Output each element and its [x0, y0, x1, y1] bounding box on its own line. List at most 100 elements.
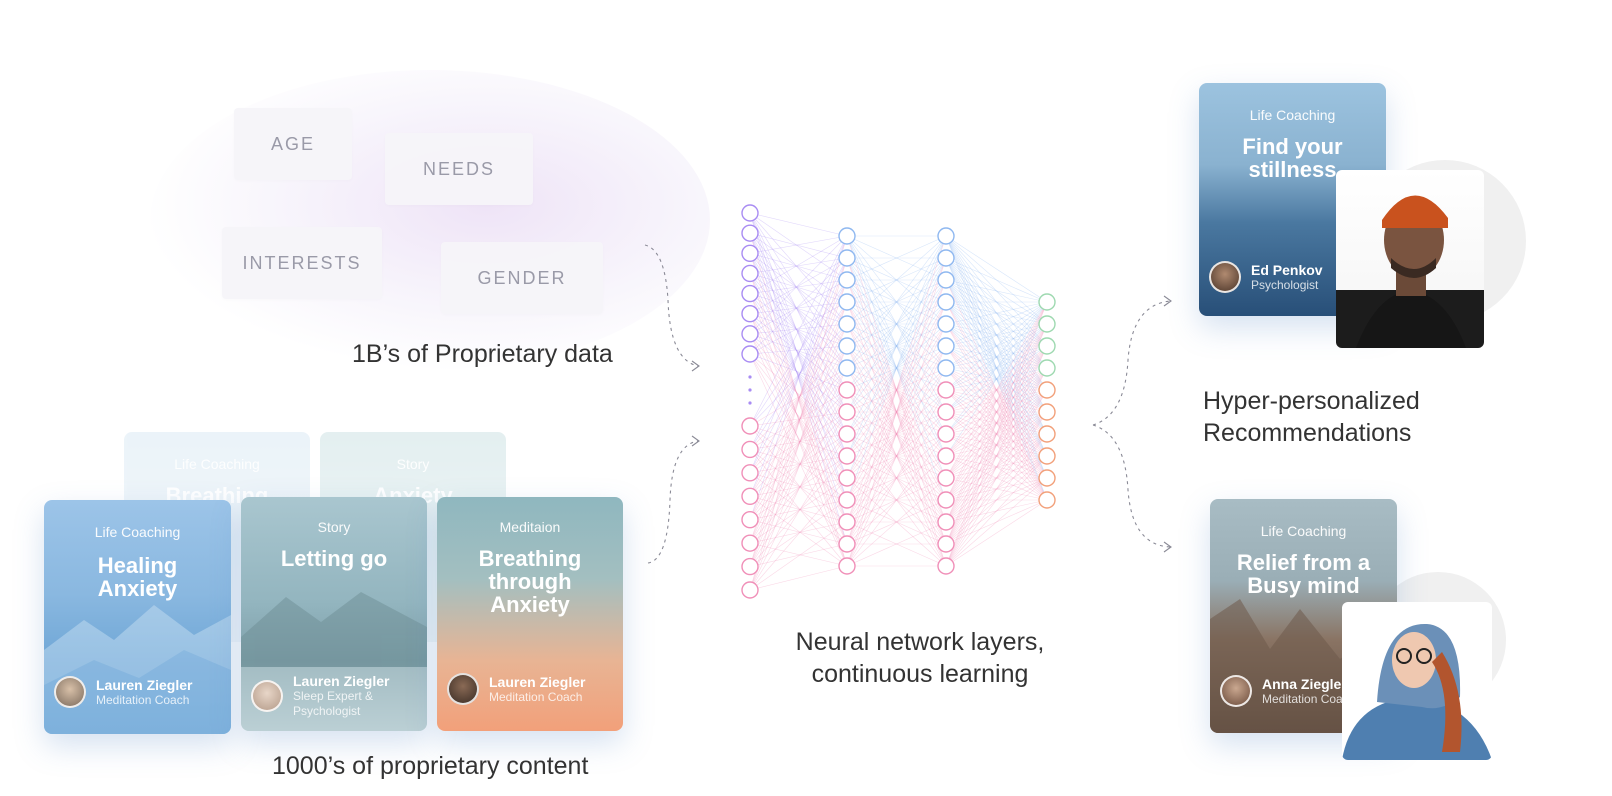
network-connection [749, 323, 848, 567]
card-category: Meditaion [499, 519, 561, 535]
network-connection [749, 253, 848, 545]
network-connection [749, 333, 848, 457]
network-connection [846, 235, 947, 281]
network-node [838, 271, 856, 289]
network-connection [749, 345, 848, 450]
network-connection [945, 389, 1048, 413]
network-connection [945, 323, 1048, 369]
network-connection [945, 433, 1048, 567]
network-connection [945, 279, 1048, 303]
network-connection [749, 323, 848, 427]
network-node [741, 244, 759, 262]
network-connection [945, 301, 1048, 369]
tag-gender: GENDER [441, 242, 603, 314]
network-connection [945, 301, 1048, 435]
network-connection [846, 257, 947, 347]
network-node [741, 284, 759, 303]
network-node [741, 417, 759, 435]
network-connection [846, 257, 947, 479]
network-connection [749, 313, 848, 567]
network-connection [846, 345, 947, 391]
network-connection [749, 495, 848, 523]
card-category: Life Coaching [1260, 523, 1347, 539]
network-connection [749, 253, 848, 369]
network-connection [749, 449, 848, 479]
network-connection [945, 301, 1048, 435]
network-connection [945, 345, 1048, 501]
arrow-head [691, 435, 700, 447]
network-connection [846, 389, 947, 479]
network-connection [945, 301, 1048, 413]
network-connection [749, 233, 848, 435]
network-connection [945, 257, 1048, 347]
network-connection [749, 257, 848, 497]
content-card-healing-anxiety[interactable]: Life Coaching Healing Anxiety Lauren Zie… [44, 500, 231, 734]
network-connection [749, 233, 848, 523]
network-connection [945, 389, 1048, 523]
network-connection [749, 257, 848, 544]
network-connection [749, 212, 848, 457]
network-connection [749, 212, 848, 501]
network-connection [749, 235, 848, 294]
network-connection [749, 411, 848, 474]
network-connection [945, 389, 1048, 567]
network-connection [945, 345, 1048, 369]
network-connection [945, 323, 1048, 347]
network-connection [945, 367, 1048, 457]
network-connection [945, 279, 1048, 457]
network-connection [749, 232, 848, 347]
network-connection [945, 389, 1048, 501]
network-node [741, 534, 759, 552]
network-node [838, 381, 856, 399]
network-connection [749, 367, 848, 474]
network-connection [945, 433, 1048, 523]
network-connection [945, 499, 1048, 545]
network-connection [945, 389, 1048, 435]
network-connection [846, 433, 947, 523]
network-connection [846, 257, 947, 567]
network-connection [846, 301, 947, 391]
network-connection [749, 521, 848, 591]
network-connection [749, 257, 848, 274]
network-connection [846, 301, 947, 479]
network-connection [945, 323, 1048, 413]
network-connection [749, 411, 848, 520]
network-connection [945, 411, 1048, 457]
network-connection [945, 323, 1048, 457]
network-connection [846, 279, 947, 501]
card-title: Breathing through Anxiety [478, 546, 582, 617]
network-node [937, 381, 955, 399]
network-connection [945, 433, 1048, 479]
network-node [838, 535, 856, 553]
ellipsis-dot [748, 375, 752, 379]
network-connection [846, 301, 947, 567]
network-node [937, 403, 955, 421]
network-connection [846, 235, 947, 501]
network-connection [945, 389, 1048, 413]
network-connection [749, 253, 848, 457]
network-connection [749, 433, 848, 591]
network-connection [749, 273, 848, 567]
network-node [1038, 469, 1056, 487]
network-connection [846, 477, 947, 523]
network-connection [945, 345, 1048, 391]
author-role: Meditation Coach [489, 689, 583, 704]
network-connection [945, 345, 1048, 567]
network-connection [846, 235, 947, 501]
content-card-breathing[interactable]: Meditaion Breathing through Anxiety Laur… [437, 497, 623, 731]
author-role: Meditation Coach [1262, 691, 1356, 706]
rec-card-relief-busy-mind[interactable]: Life Coaching Relief from a Busy mind An… [1210, 499, 1397, 733]
network-connection [749, 472, 848, 501]
network-connection [945, 411, 1048, 501]
network-node [838, 425, 856, 443]
network-connection [749, 323, 848, 520]
network-connection [749, 235, 848, 335]
network-connection [846, 411, 947, 457]
network-connection [749, 433, 848, 497]
network-connection [945, 345, 1048, 435]
network-connection [945, 257, 1048, 413]
network-connection [945, 433, 1048, 501]
network-connection [945, 389, 1048, 479]
network-connection [945, 367, 1048, 391]
